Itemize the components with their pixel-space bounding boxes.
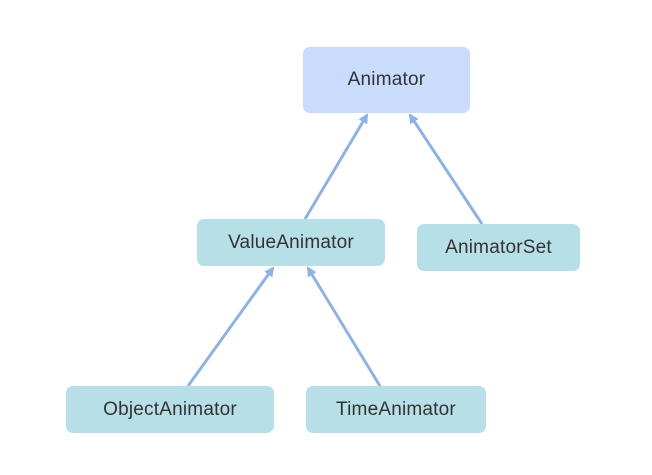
arrow-timeanimator-to-valueanimator: [306, 266, 382, 387]
node-label: ObjectAnimator: [103, 398, 237, 420]
node-time-animator: TimeAnimator: [306, 386, 486, 433]
arrow-animatorset-to-animator: [408, 113, 484, 225]
node-value-animator: ValueAnimator: [197, 219, 385, 266]
node-label: ValueAnimator: [228, 231, 354, 253]
arrow-valueanimator-to-animator: [303, 113, 369, 220]
node-animator: Animator: [303, 47, 470, 113]
node-label: AnimatorSet: [445, 236, 552, 258]
node-label: Animator: [347, 69, 426, 90]
node-label: TimeAnimator: [336, 398, 456, 420]
node-animator-set: AnimatorSet: [417, 224, 580, 271]
arrow-objectanimator-to-valueanimator: [186, 266, 275, 387]
node-object-animator: ObjectAnimator: [66, 386, 274, 433]
